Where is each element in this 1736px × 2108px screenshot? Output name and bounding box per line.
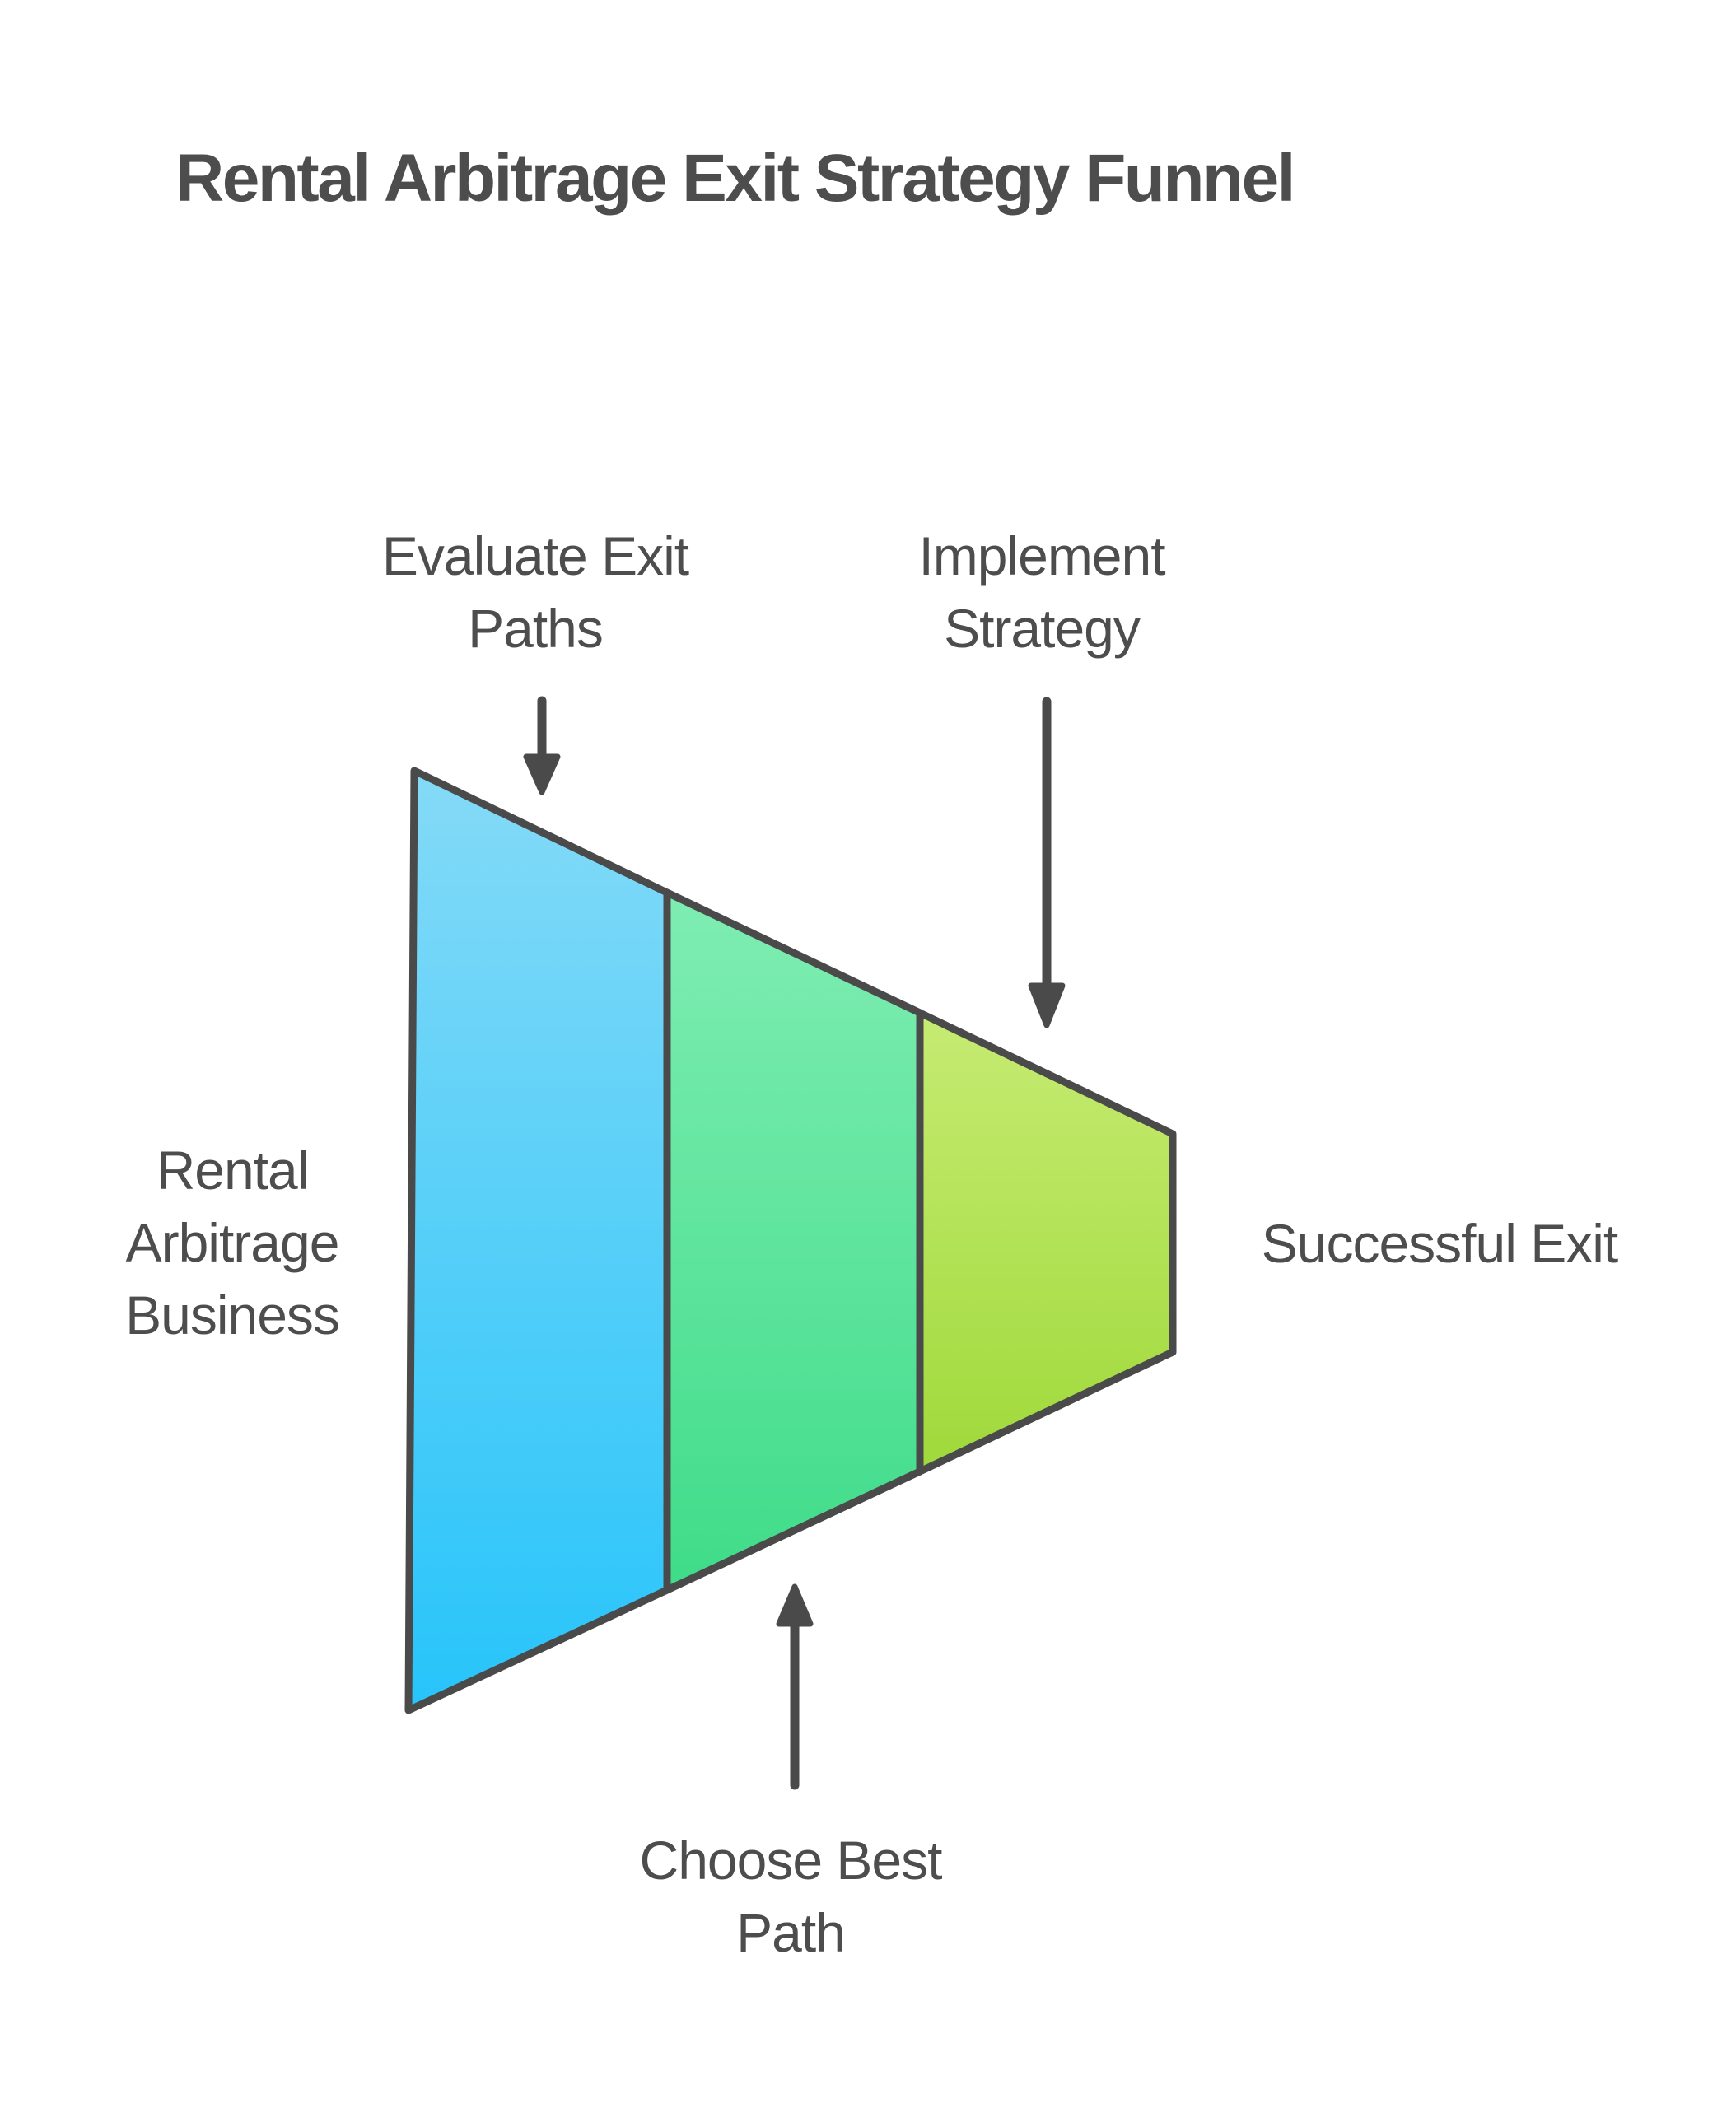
diagram-title: Rental Arbitrage Exit Strategy Funnel (175, 141, 1295, 216)
label-line: Strategy (944, 598, 1141, 659)
label-line: Evaluate Exit (381, 525, 689, 586)
funnel-stage-1 (404, 767, 671, 1714)
label-line: Arbitrage (125, 1212, 340, 1273)
label-line: Paths (468, 598, 604, 659)
label-line: Business (125, 1285, 340, 1345)
choose-up-arrow-icon (776, 1583, 814, 1790)
label-line: Path (736, 1902, 846, 1963)
evaluate-down-arrow-icon (523, 696, 561, 795)
funnel-stage-2 (663, 888, 924, 1594)
label-rental-arbitrage-business: Rental Arbitrage Business (125, 1134, 340, 1351)
implement-down-arrow-icon (1028, 697, 1066, 1028)
label-implement-strategy: Implement Strategy (918, 520, 1165, 665)
label-choose-best-path: Choose Best Path (639, 1824, 943, 1969)
label-line: Choose Best (639, 1830, 943, 1891)
funnel-stage-3 (916, 1009, 1177, 1476)
label-successful-exit: Successful Exit (1261, 1213, 1618, 1274)
label-evaluate-exit-paths: Evaluate Exit Paths (381, 520, 689, 665)
label-line: Implement (918, 525, 1165, 586)
label-line: Rental (156, 1140, 310, 1201)
